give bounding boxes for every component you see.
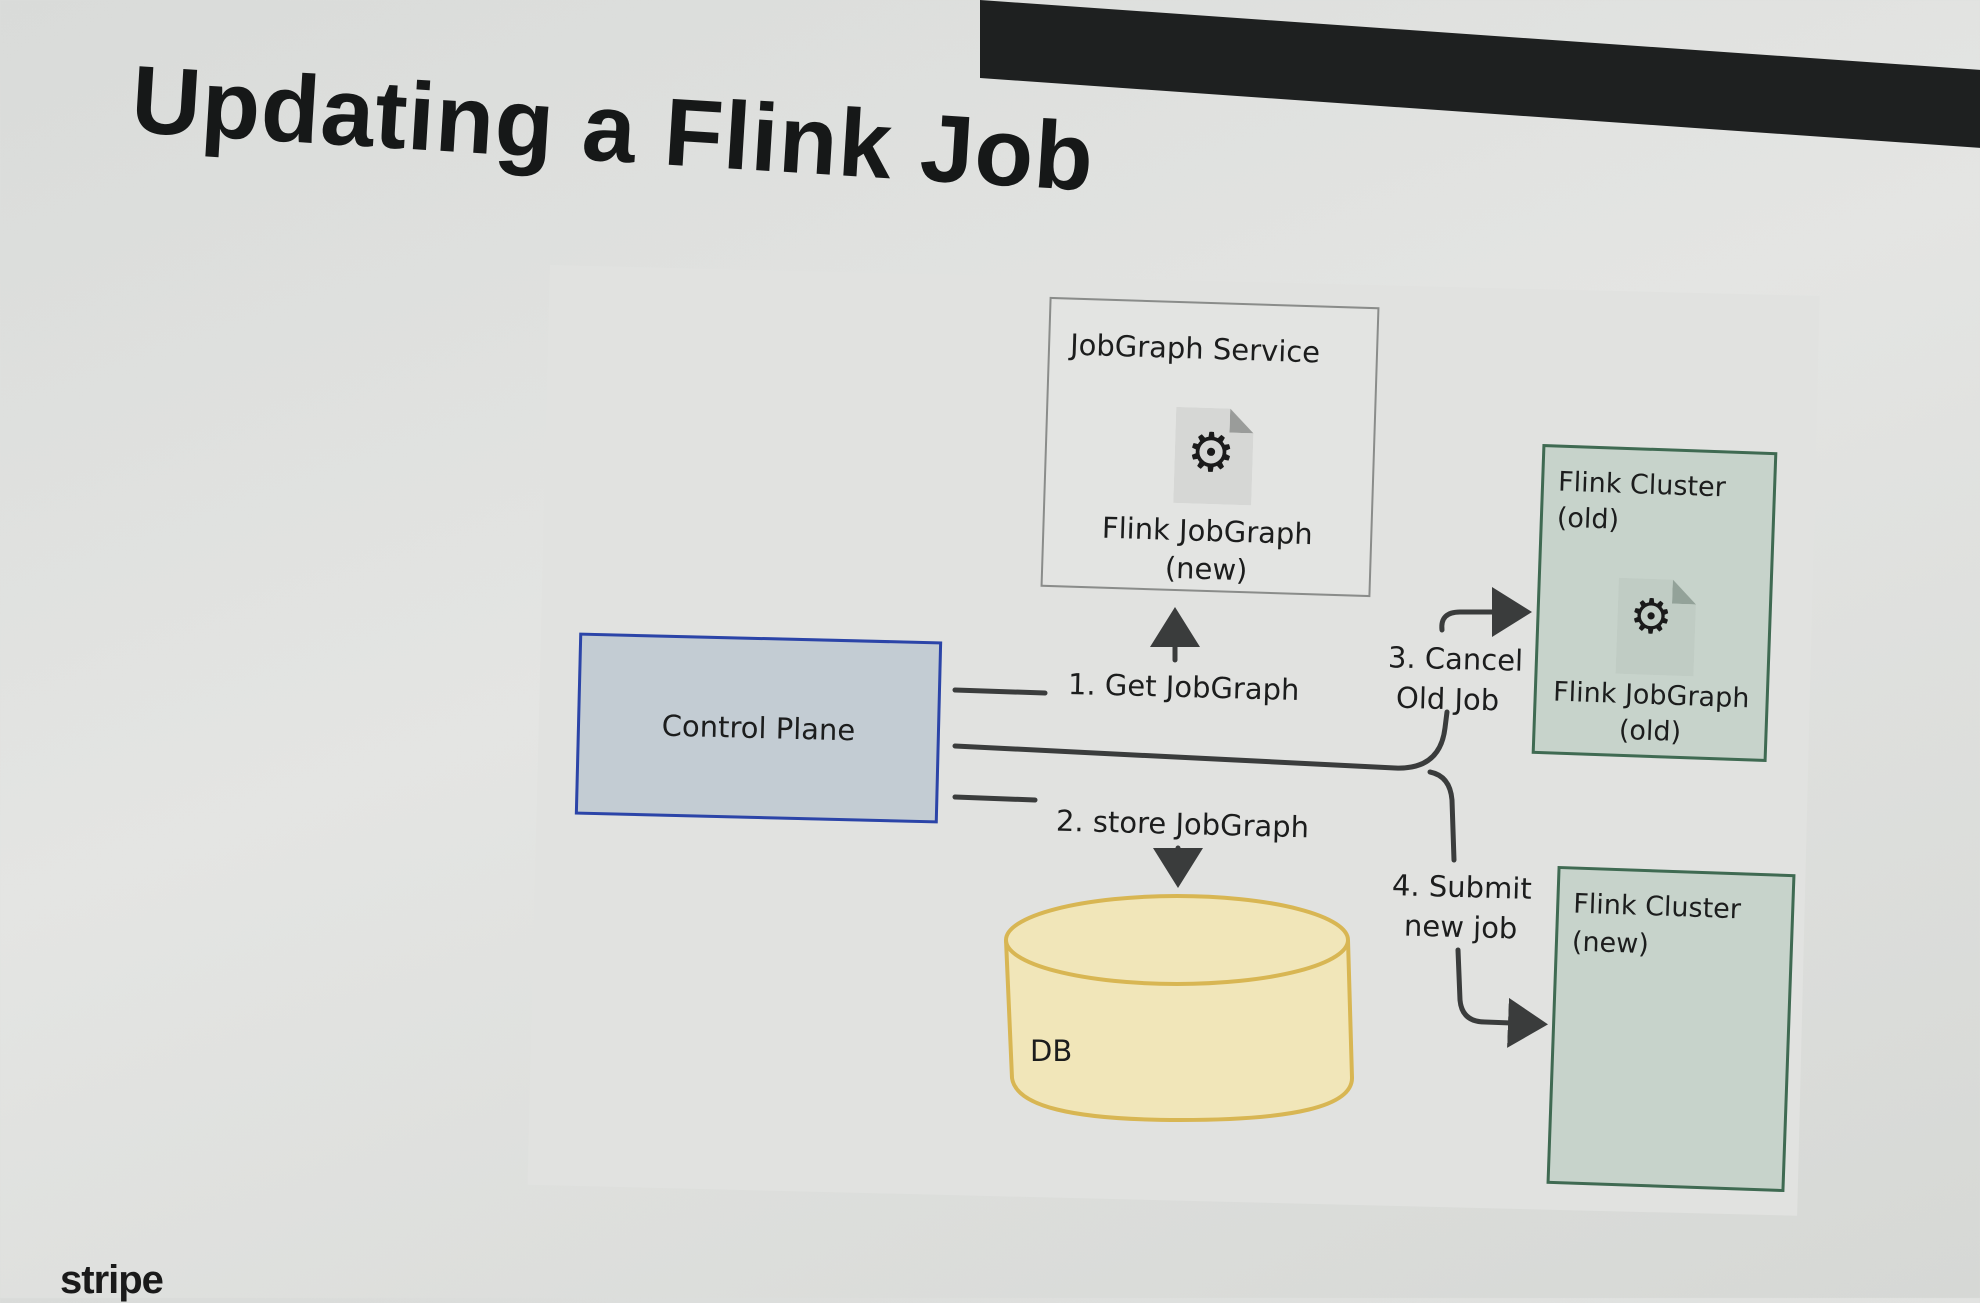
gear-icon: ⚙	[1628, 588, 1674, 646]
step2-label: 2. store JobGraph	[1055, 803, 1310, 845]
flink-jobgraph-old-label-2: (old)	[1618, 714, 1682, 748]
step4-label-2: new job	[1403, 908, 1518, 946]
control-plane-box: Control Plane	[574, 632, 943, 824]
flink-cluster-new-box: Flink Cluster (new)	[1546, 865, 1796, 1193]
step3-arrow	[1439, 587, 1532, 637]
stripe-logo: stripe	[60, 1258, 164, 1302]
flink-cluster-new-title-1: Flink Cluster	[1572, 888, 1742, 926]
step1-label: 1. Get JobGraph	[1067, 666, 1300, 708]
step2-connector	[952, 794, 1038, 803]
step4-label-1: 4. Submit	[1391, 868, 1533, 906]
db-label: DB	[1030, 1034, 1073, 1068]
step1-connector	[952, 687, 1048, 696]
flink-cluster-old-box: Flink Cluster (old) ⚙ Flink JobGraph (ol…	[1531, 443, 1778, 763]
flink-cluster-old-title-2: (old)	[1556, 502, 1620, 536]
db-cylinder	[1004, 894, 1355, 1123]
control-plane-label: Control Plane	[661, 708, 856, 748]
flink-cluster-new-title-2: (new)	[1571, 926, 1650, 961]
step3-label-2: Old Job	[1395, 680, 1500, 718]
jobgraph-service-title: JobGraph Service	[1069, 327, 1321, 370]
step4-arrow	[1455, 947, 1548, 1048]
step4-connector	[1427, 769, 1457, 863]
step3-connector	[952, 709, 1450, 771]
jobgraph-service-box: JobGraph Service ⚙ Flink JobGraph (new)	[1040, 296, 1380, 598]
step3-label-1: 3. Cancel	[1387, 640, 1524, 678]
gear-icon: ⚙	[1185, 420, 1237, 485]
